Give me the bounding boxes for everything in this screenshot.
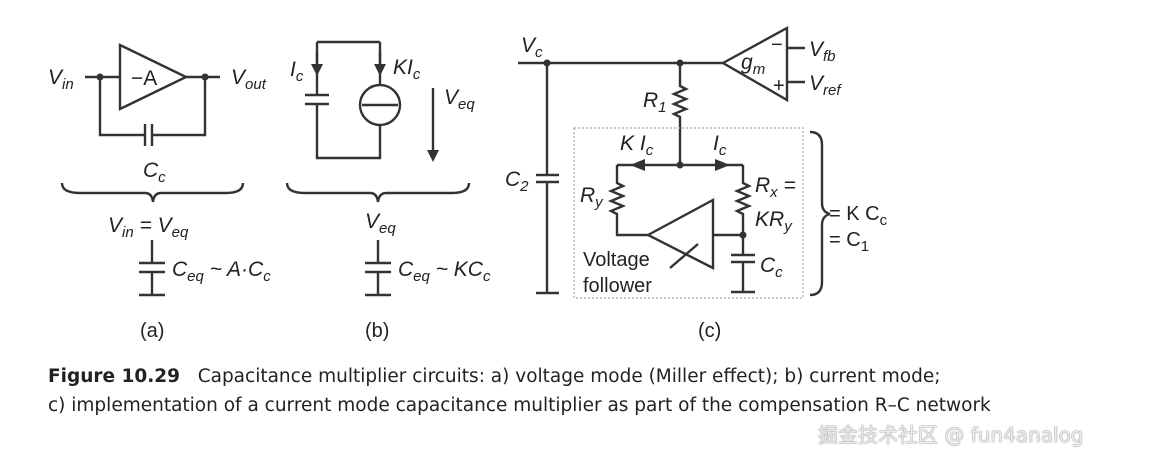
amp-gain-label: −A [131,67,157,90]
dotted-box [573,127,804,299]
c2-label: C2 [505,168,529,195]
capacitor-ceq [365,240,391,297]
ic-label: Ic [290,58,304,85]
panel-a-voltage-mode: Vin −A Vout Cc Vin = Veq Ceq ~ A·Cc (a) [48,43,271,342]
capacitor-ceq [139,240,165,297]
brace [809,130,831,297]
gm-amplifier [720,25,789,103]
rx-label: Rx = [755,174,796,201]
vref-label: Vref [809,72,842,99]
resistor-r1 [670,63,690,165]
caption-text-1: Capacitance multiplier circuits: a) volt… [197,366,941,387]
capacitor-cc [143,124,154,146]
panel-c-implementation: Vc gm − + Vfb Vref R1 C2 K Ic Ic Ry Rx =… [505,25,888,342]
panel-a-tag: (a) [140,320,164,342]
resistor-rx [733,165,753,255]
veq-arrow-label: Veq [444,86,475,113]
vc-label: Vc [521,34,543,61]
capacitor-cc [731,253,755,294]
r1-label: R1 [643,89,667,116]
equality-label: Vin = Veq [108,214,189,241]
kcc-label: = K Cc [829,203,888,229]
panel-b-current-mode: Ic KIc Veq Veq Ceq ~ KCc (b) [285,40,491,342]
capacitor [305,93,329,106]
vout-label: Vout [231,66,267,93]
watermark: 掘金技术社区 @ fun4analog [818,423,1084,447]
caption-line-2: c) implementation of a current mode capa… [48,395,991,416]
resistor-ry [607,165,648,237]
ceq-label: Ceq ~ A·Cc [172,258,271,285]
brace [285,182,471,203]
kic-label: K Ic [620,132,654,159]
veq-label: Veq [365,210,396,237]
amplifier-triangle [118,43,189,111]
figure-label: Figure 10.29 [48,366,181,387]
caption-line-1: Figure 10.29 Capacitance multiplier circ… [48,366,940,388]
cc-label: Cc [143,159,166,186]
panel-b-tag: (b) [365,320,389,342]
minus-sign: − [771,34,783,56]
follower-label-1: Voltage [583,249,650,271]
cc-label: Cc [760,254,783,281]
ic-label: Ic [713,132,727,159]
panel-c-tag: (c) [698,320,721,342]
kic-label: KIc [393,56,421,83]
c1-label: = C1 [829,229,869,255]
vin-label: Vin [48,66,74,93]
follower-label-2: follower [583,275,652,297]
kry-label: KRy [755,208,793,235]
ry-label: Ry [580,184,604,211]
gm-label: gm [741,51,765,78]
vfb-label: Vfb [809,38,836,65]
ceq-label: Ceq ~ KCc [398,258,491,285]
plus-sign: + [773,75,785,97]
current-source [358,83,402,127]
brace [60,182,245,203]
